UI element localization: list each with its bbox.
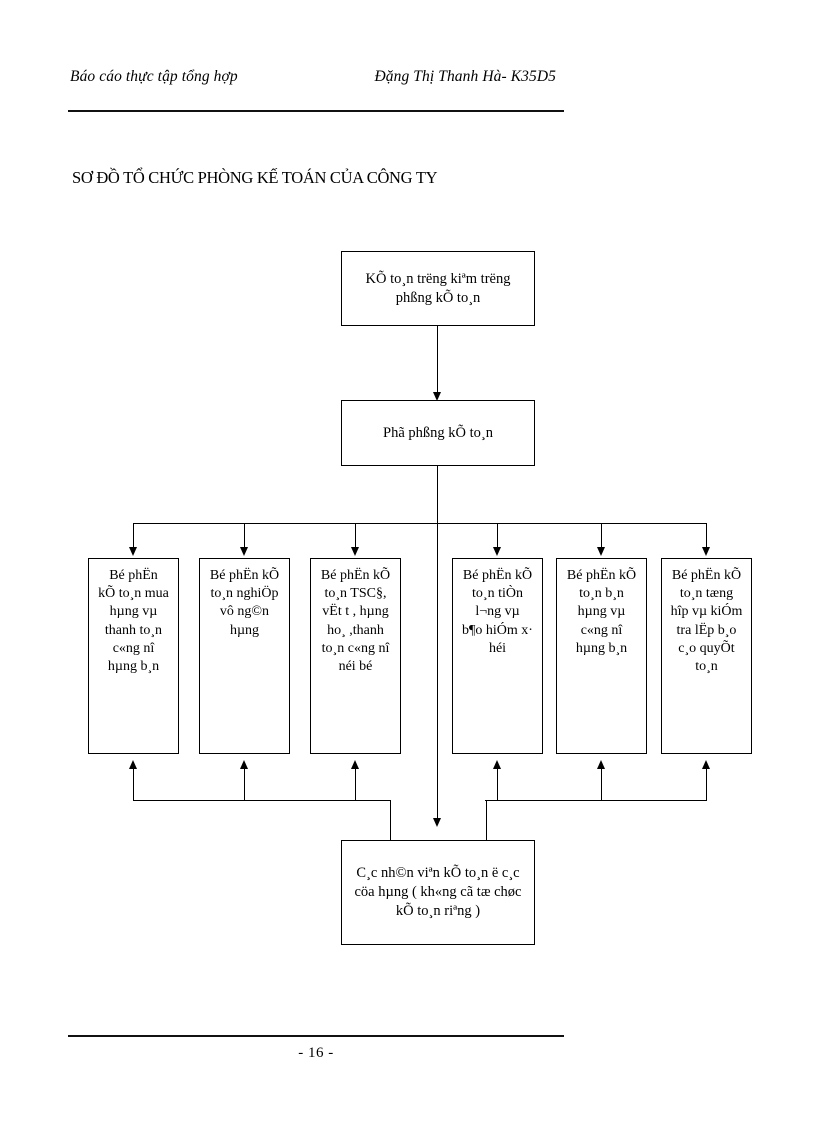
busbar-bottom-left <box>133 800 391 802</box>
node-store-accountants: C¸c nh©n viªn kÕ to¸n ë c¸c cöa hµng ( k… <box>341 840 535 945</box>
node-fixed-assets-inventory: Bé phËn kÕ to¸n TSC§, vËt t , hµng ho¸ ,… <box>310 558 401 754</box>
drop-leaf-3 <box>355 523 357 549</box>
arrowhead-up-leaf-1 <box>128 760 137 769</box>
arrowhead-leaf-2 <box>239 547 248 556</box>
node-general-ledger-reporting: Bé phËn kÕ to¸n tæng hîp vµ kiÓm tra lËp… <box>661 558 752 754</box>
upline-leaf-1 <box>133 768 135 801</box>
busbar-bottom-right <box>485 800 707 802</box>
drop-leaf-1 <box>133 523 135 549</box>
node-sales-receivables: Bé phËn kÕ to¸n b¸n hµng vµ c«ng nî hµng… <box>556 558 647 754</box>
arrowhead-bottom-in <box>432 818 441 827</box>
arrowhead-up-leaf-6 <box>701 760 710 769</box>
page-header: Báo cáo thực tập tổng hợp Đặng Thị Thanh… <box>68 68 564 112</box>
node-chief-accountant: KÕ to¸n trëng kiªm trëng phßng kÕ to¸n <box>341 251 535 326</box>
node-bank-operations: Bé phËn kÕ to¸n nghiÖp vô ng©n hµng <box>199 558 290 754</box>
connector-deputy-busbar <box>437 466 439 523</box>
riser-bottom-left <box>390 800 392 840</box>
arrowhead-up-leaf-2 <box>239 760 248 769</box>
connector-deputy-bottom <box>437 523 439 820</box>
arrowhead-leaf-1 <box>128 547 137 556</box>
arrowhead-up-leaf-3 <box>350 760 359 769</box>
node-payroll-insurance: Bé phËn kÕ to¸n tiÒn l­¬ng vµ b¶o hiÓm x… <box>452 558 543 754</box>
arrowhead-leaf-3 <box>350 547 359 556</box>
node-purchasing-payables: Bé phËn kÕ to¸n mua hµng vµ thanh to¸n c… <box>88 558 179 754</box>
connector-chief-deputy <box>437 326 439 392</box>
arrowhead-up-leaf-4 <box>492 760 501 769</box>
drop-leaf-2 <box>244 523 246 549</box>
page-footer: - 16 - <box>68 1035 564 1062</box>
drop-leaf-4 <box>497 523 499 549</box>
header-document-title: Báo cáo thực tập tổng hợp <box>70 68 238 85</box>
upline-leaf-6 <box>706 768 708 801</box>
riser-bottom-right <box>486 800 488 840</box>
busbar-top <box>133 523 707 525</box>
upline-leaf-4 <box>497 768 499 801</box>
drop-leaf-6 <box>706 523 708 549</box>
arrowhead-deputy-in <box>432 392 441 401</box>
arrowhead-leaf-6 <box>701 547 710 556</box>
upline-leaf-3 <box>355 768 357 801</box>
drop-leaf-5 <box>601 523 603 549</box>
node-deputy-chief-accountant: Phã phßng kÕ to¸n <box>341 400 535 466</box>
arrowhead-up-leaf-5 <box>596 760 605 769</box>
page-number: - 16 - <box>298 1045 334 1061</box>
arrowhead-leaf-4 <box>492 547 501 556</box>
upline-leaf-2 <box>244 768 246 801</box>
page-title: SƠ ĐỒ TỔ CHỨC PHÒNG KẾ TOÁN CỦA CÔNG TY <box>72 168 438 187</box>
header-author: Đặng Thị Thanh Hà- K35D5 <box>374 68 556 85</box>
upline-leaf-5 <box>601 768 603 801</box>
arrowhead-leaf-5 <box>596 547 605 556</box>
